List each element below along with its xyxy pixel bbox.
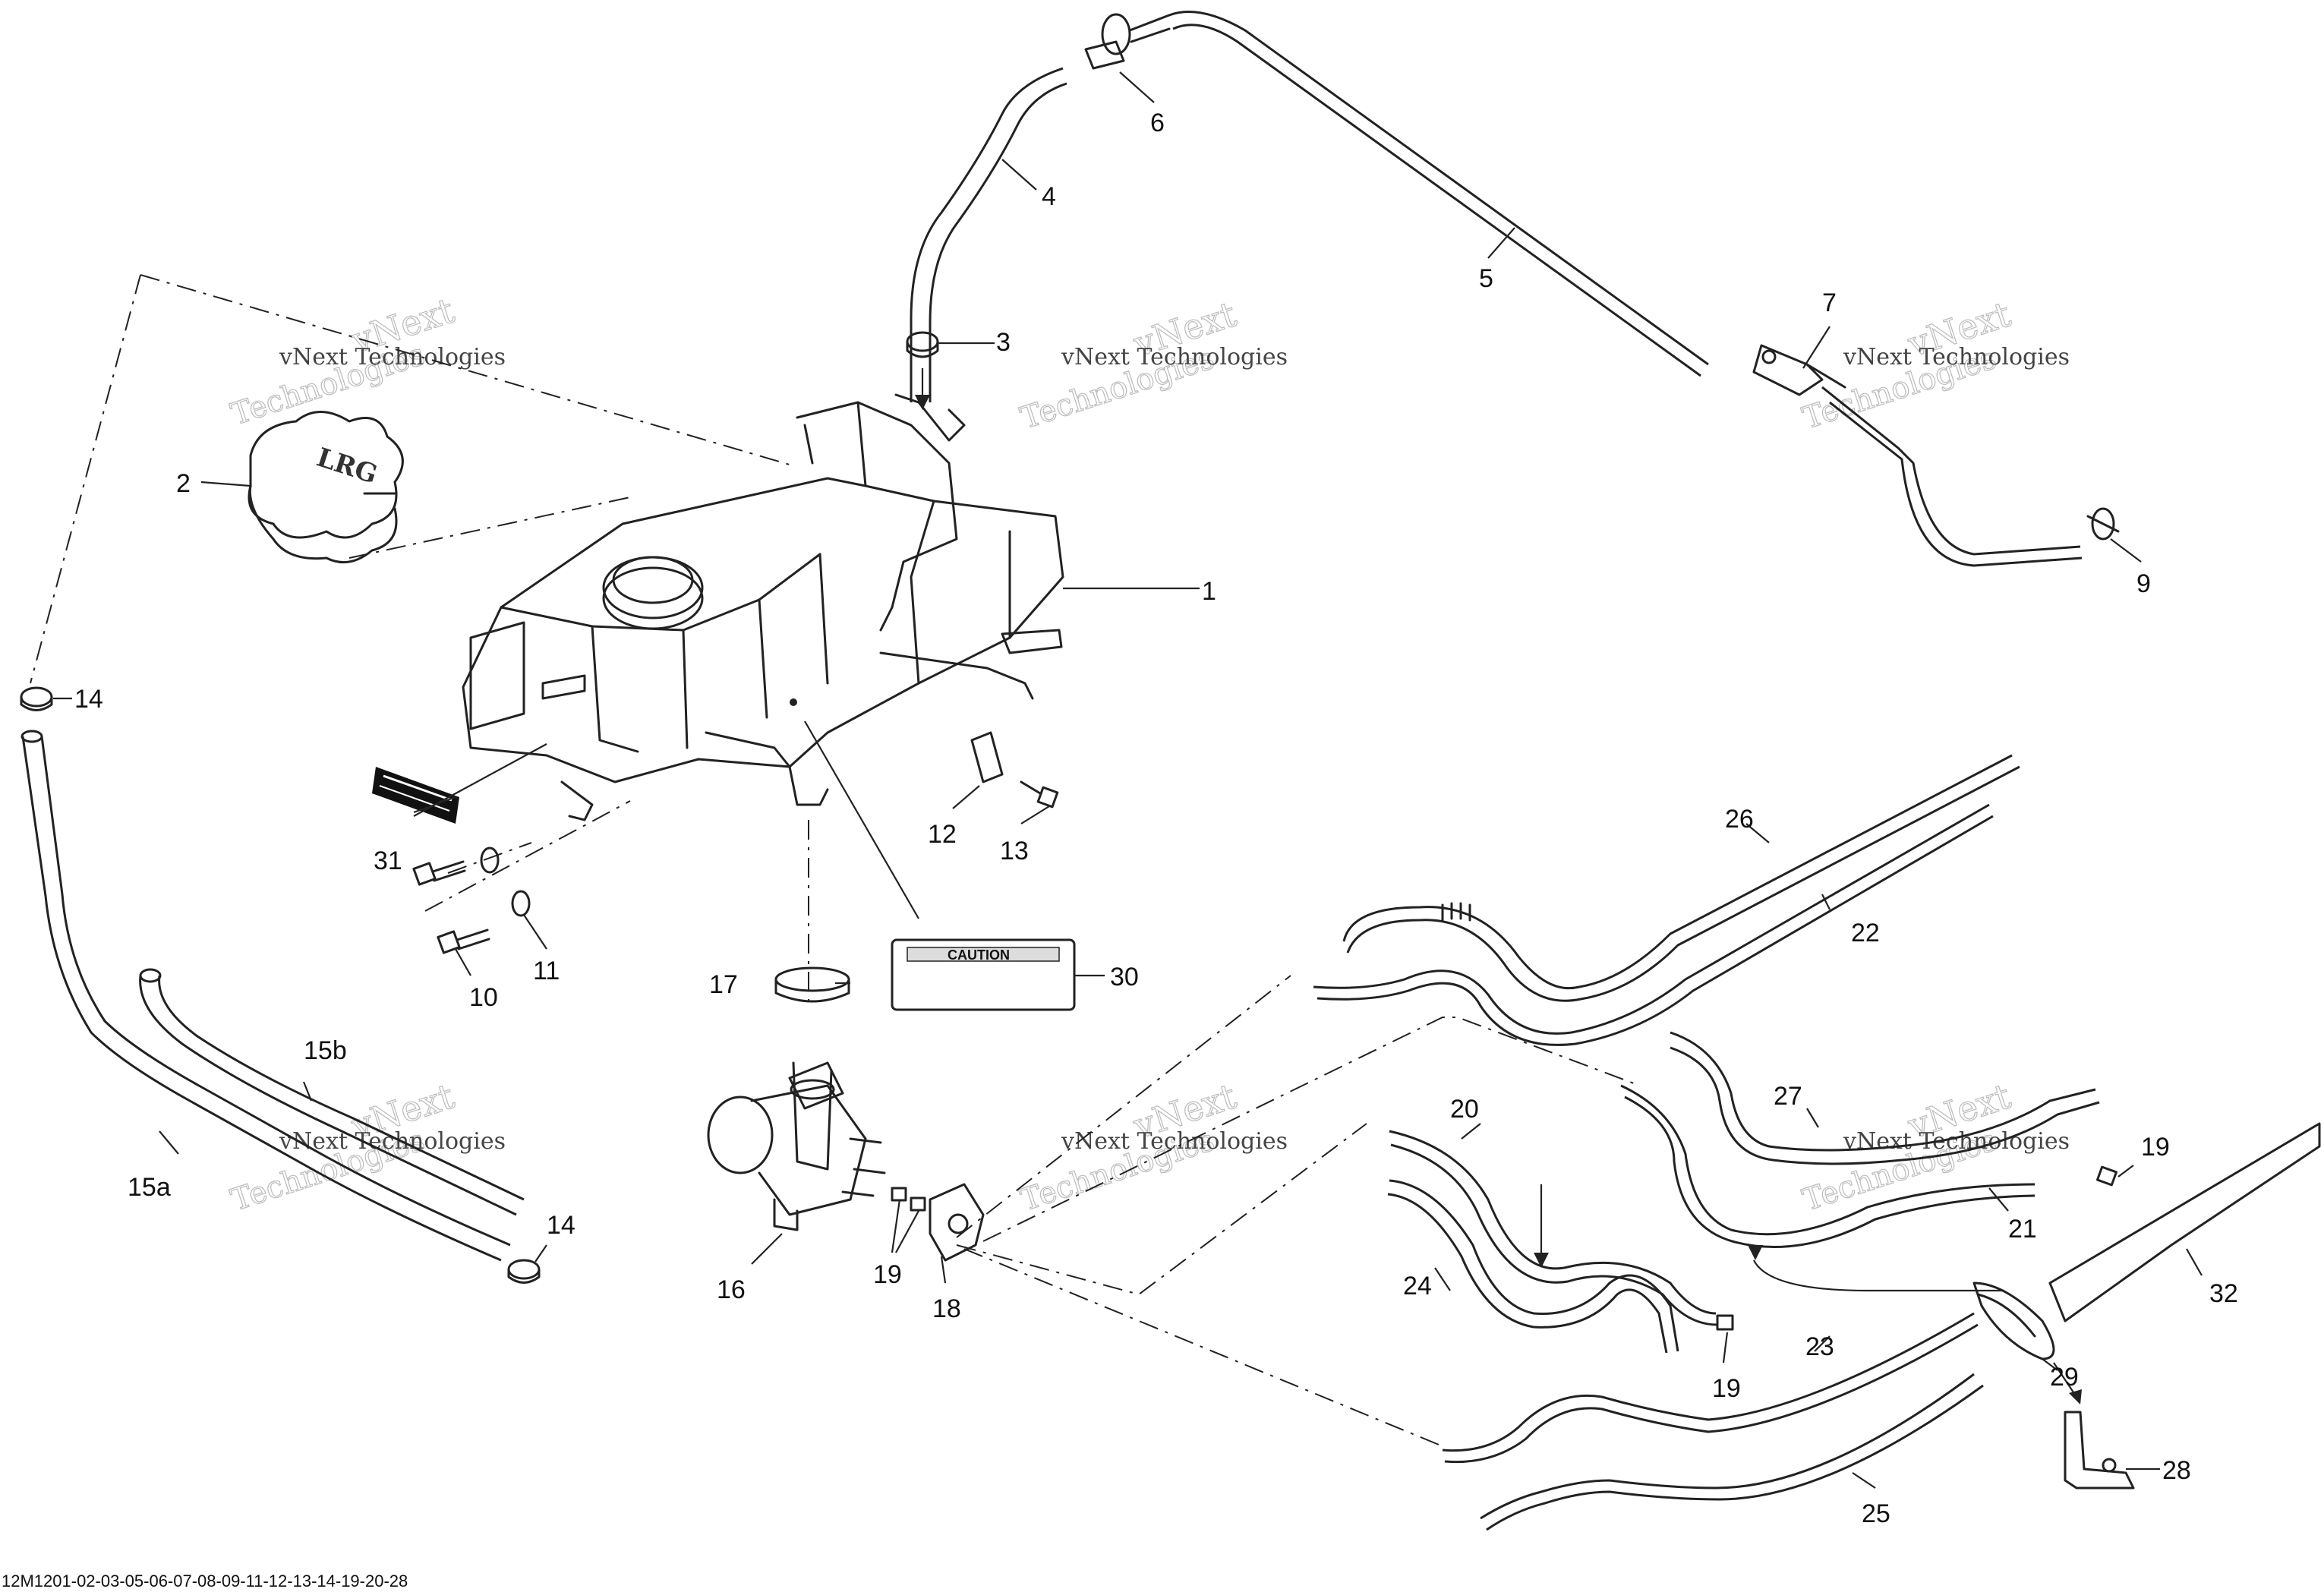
callout-12: 12 (928, 820, 957, 849)
bolt-10a (412, 860, 466, 886)
callout-19-right: 19 (2141, 1133, 2170, 1162)
washer-11a (480, 846, 500, 874)
screw-13 (1020, 780, 1059, 809)
callouts: 1 2 3 4 5 6 7 9 10 11 12 13 14 14 15a 15… (74, 109, 2238, 1528)
nut-19-pump-a (891, 1187, 907, 1202)
callout-15a: 15a (128, 1173, 171, 1202)
hose-15a (20, 730, 511, 1262)
diagram-code: 12M1201-02-03-05-06-07-08-09-11-12-13-14… (2, 1572, 408, 1590)
callout-32: 32 (2209, 1279, 2238, 1308)
caution-label: CAUTION (891, 938, 1076, 1011)
fuel-cap: LRG (248, 411, 404, 564)
svg-text:vNext Technologies: vNext Technologies (1843, 344, 2070, 370)
fuel-pump (707, 1061, 886, 1231)
callout-10: 10 (469, 983, 498, 1012)
svg-text:LRG: LRG (313, 443, 381, 490)
clamp-3 (906, 331, 939, 358)
arrow-21 (1748, 1245, 2004, 1292)
watermark-top-center: vNext Technologies vNext Technologies (1016, 293, 1288, 437)
watermark-top-left: vNext Technologies vNext Technologies (226, 289, 506, 433)
vent-hose-4 (910, 67, 1067, 402)
hose-26 (1342, 754, 2020, 1002)
rollover-valve (1752, 344, 1846, 396)
warning-label (372, 767, 459, 824)
watermark-top-right: vNext Technologies vNext Technologies (1798, 293, 2070, 437)
leader-lines (53, 71, 2203, 1489)
callout-20: 20 (1450, 1095, 1479, 1124)
callout-13: 13 (1000, 837, 1029, 865)
arrow-3 (915, 368, 930, 410)
svg-text:vNext Technologies: vNext Technologies (1061, 344, 1288, 370)
hose-27 (1670, 1031, 2100, 1165)
heat-shield-32 (2048, 1122, 2321, 1322)
callout-4: 4 (1042, 182, 1056, 211)
assembly-lines (30, 274, 1641, 1447)
svg-text:vNext Technologies: vNext Technologies (1843, 1128, 2070, 1155)
callout-23: 23 (1805, 1332, 1834, 1361)
arrow-29 (2053, 1362, 2082, 1404)
callout-30: 30 (1110, 963, 1139, 991)
callout-3: 3 (996, 328, 1011, 357)
svg-text:vNext Technologies: vNext Technologies (1061, 1128, 1288, 1155)
nut-19-right (2096, 1165, 2117, 1187)
callout-9: 9 (2136, 569, 2151, 598)
callout-25: 25 (1862, 1499, 1890, 1528)
callout-6: 6 (1150, 109, 1165, 137)
svg-text:vNext Technologies: vNext Technologies (279, 344, 506, 370)
strap-29 (1972, 1281, 2055, 1360)
fuel-tank (363, 393, 1064, 821)
hose-20 (1389, 1130, 1718, 1326)
callout-7: 7 (1822, 288, 1837, 317)
hose-22 (1313, 803, 1994, 1046)
callout-19-middle: 19 (1712, 1374, 1741, 1403)
callout-11: 11 (533, 957, 560, 985)
watermark-bottom-center: vNext Technologies vNext Technologies (1016, 1075, 1288, 1218)
callout-31: 31 (374, 846, 402, 875)
nut-19-pump-b (910, 1196, 926, 1212)
hose-23 (1442, 1312, 1979, 1464)
hose-24 (1387, 1179, 1679, 1354)
callout-16: 16 (717, 1275, 746, 1304)
callout-15b: 15b (304, 1036, 347, 1065)
hose-25 (1480, 1373, 1984, 1531)
callout-14: 14 (74, 685, 103, 714)
callout-22: 22 (1851, 919, 1880, 947)
clamp-14-top (20, 686, 53, 711)
callout-1: 1 (1202, 577, 1216, 606)
callout-14-bottom: 14 (547, 1211, 575, 1240)
flange-18 (929, 1183, 985, 1262)
nut-19-middle (1716, 1314, 1734, 1331)
callout-28: 28 (2162, 1456, 2191, 1485)
clamp-9 (2086, 507, 2120, 541)
callout-5: 5 (1479, 264, 1493, 293)
svg-text:CAUTION: CAUTION (948, 947, 1010, 963)
callout-26: 26 (1725, 805, 1754, 834)
callout-21: 21 (2008, 1215, 2037, 1244)
vent-hose-5 (1168, 11, 2083, 567)
arrow-20 (1534, 1184, 1549, 1268)
callout-2: 2 (176, 469, 191, 498)
callout-27: 27 (1774, 1082, 1802, 1111)
callout-24: 24 (1403, 1272, 1432, 1300)
clamp-14-bottom (507, 1259, 541, 1284)
callout-17: 17 (709, 970, 738, 999)
bracket-28 (2064, 1411, 2135, 1490)
clamp-17 (774, 966, 850, 1003)
callout-18: 18 (932, 1294, 961, 1323)
callout-19-pump: 19 (873, 1260, 902, 1289)
hose-15b (139, 968, 525, 1216)
svg-text:vNext Technologies: vNext Technologies (279, 1128, 506, 1155)
bolt-10b (437, 928, 490, 954)
clip-12 (970, 731, 1004, 783)
washer-11b (511, 890, 531, 917)
callout-29: 29 (2050, 1363, 2079, 1392)
check-valve (1084, 13, 1171, 70)
